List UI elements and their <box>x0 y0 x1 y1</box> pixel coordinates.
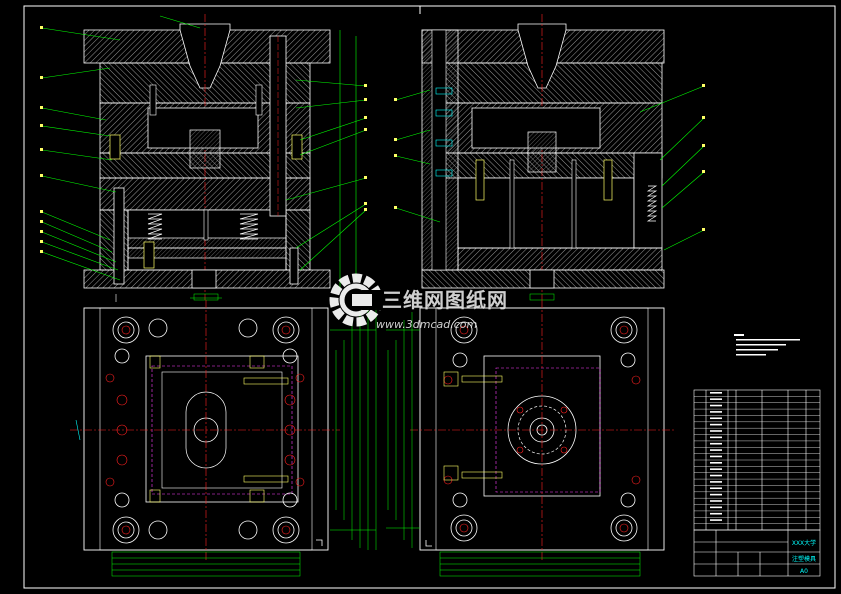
parts-list-cell-mark <box>710 430 722 432</box>
left-plan-view <box>70 300 377 577</box>
parts-list-cell-mark <box>710 481 722 483</box>
right-plan-view <box>386 300 676 577</box>
left-leader-lines <box>41 15 367 290</box>
right-section-view <box>421 14 665 301</box>
parts-list-cell-mark <box>710 512 722 515</box>
parts-list-cell-mark <box>710 436 722 439</box>
left-section-view <box>83 14 331 302</box>
parts-list-rows <box>694 392 820 524</box>
parts-list-cell-mark <box>710 455 722 458</box>
parts-list-cell-mark <box>710 392 722 394</box>
parts-list-cell-mark <box>710 500 722 502</box>
title-block-school: XXX大学 <box>792 539 816 547</box>
parts-list-cell-mark <box>710 487 722 490</box>
watermark-url: www.3dmcad.com <box>376 318 477 331</box>
title-block-drawing-name: 注塑模具 <box>792 555 816 563</box>
technical-requirements-note <box>734 334 800 356</box>
parts-list-cell-mark <box>710 442 722 445</box>
parts-list-cell-mark <box>710 411 722 413</box>
title-block-sheet-size: A0 <box>800 568 808 575</box>
watermark-brand: 三维网图纸网 <box>382 288 508 312</box>
watermark: 三维网图纸网 www.3dmcad.com <box>329 273 508 331</box>
parts-list-cell-mark <box>710 519 722 521</box>
right-leader-lines <box>395 85 705 251</box>
parts-list-cell-mark <box>710 462 722 464</box>
title-block <box>693 529 821 577</box>
parts-list-cell-mark <box>710 493 722 496</box>
parts-list-cell-mark <box>710 468 722 470</box>
parts-list-cell-mark <box>710 449 722 451</box>
watermark-gear-logo-icon <box>329 273 384 327</box>
left-leader-tags <box>40 26 367 253</box>
parts-list-cell-mark <box>710 423 722 426</box>
parts-list-cell-mark <box>710 474 722 477</box>
parts-list-cell-mark <box>710 404 722 407</box>
parts-list-cell-mark <box>710 398 722 400</box>
parts-list-cell-mark <box>710 417 722 420</box>
parts-list-cell-mark <box>710 506 722 509</box>
right-leader-tags <box>394 84 705 231</box>
